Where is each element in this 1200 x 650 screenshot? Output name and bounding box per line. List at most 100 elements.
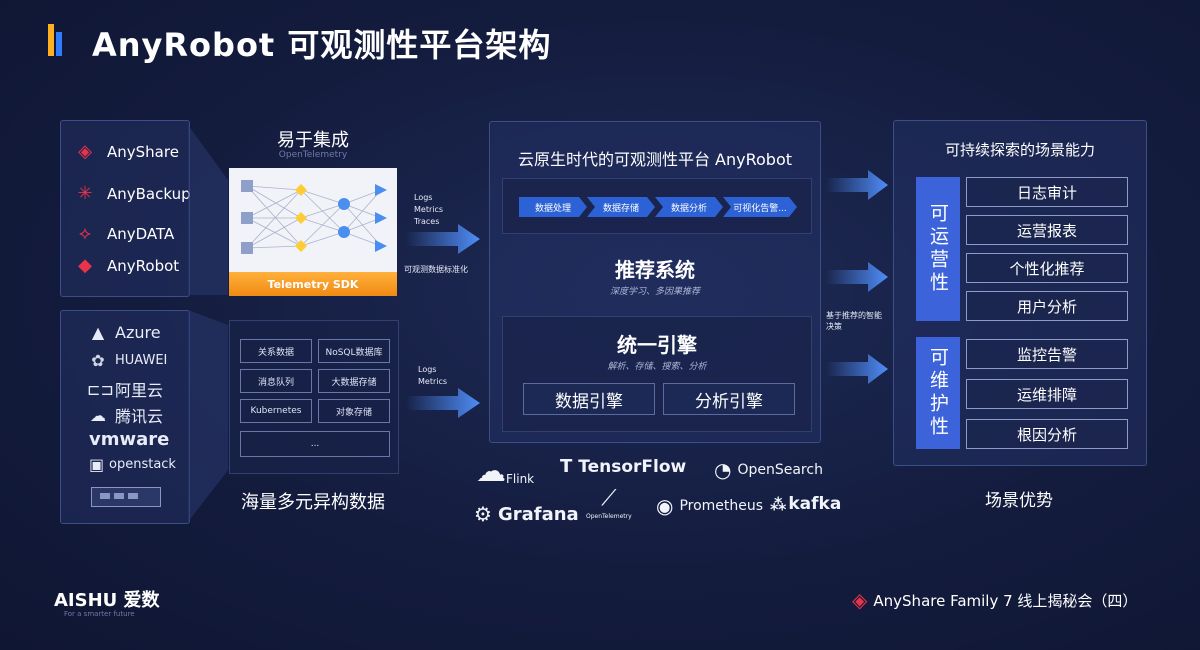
data-source-cell: 对象存储 [318,399,390,423]
tool-item: ⁂ kafka [770,494,841,514]
maintainability-tag: 可维护性 [916,337,960,449]
scenes-caption: 场景优势 [985,491,1053,511]
scene-item: 用户分析 [966,291,1128,321]
data-source-cell-more: ... [240,431,390,457]
scene-item: 监控告警 [966,339,1128,369]
arrow-caption: 可观测数据标准化 [404,265,468,274]
data-source-caption: 海量多元异构数据 [241,492,385,513]
aishu-logo: AISHU 爱数 [54,590,160,611]
data-source-panel: 关系数据 NoSQL数据库 消息队列 大数据存储 Kubernetes 对象存储… [229,320,399,474]
scene-item: 个性化推荐 [966,253,1128,283]
cloud-panel: ▲ Azure ✿ HUAWEI ⊏⊐ 阿里云 ☁ 腾讯云 vmware ▣ o… [60,310,190,524]
scenes-title: 可持续探索的场景能力 [944,141,1095,159]
scene-item: 运维排障 [966,379,1128,409]
scenes-panel: 可持续探索的场景能力 可运营性 日志审计 运营报表 个性化推荐 用户分析 可维护… [893,120,1147,466]
openstack-logo-icon: ▣ [89,455,105,474]
cloud-item: ☁ 腾讯云 [87,403,163,427]
anyshare-logo-icon: ◈ [78,141,92,162]
tool-item: ☁ Flink [476,454,534,489]
recommend-subtitle: 深度学习、多因果推荐 [609,287,700,297]
data-source-cell: 关系数据 [240,339,312,363]
opensearch-logo-icon: ◔ [714,458,732,482]
recommend-title: 推荐系统 [615,258,695,282]
pipeline-step: 数据存储 [587,197,655,217]
product-item: ◈ AnyShare [71,141,179,162]
event-title: AnyShare Family 7 线上揭秘会（四） [873,591,1138,610]
cloud-label: Azure [115,323,161,342]
kafka-logo-icon: ⁂ [770,494,787,514]
cloud-item: ⊏⊐ 阿里云 [87,377,163,401]
signal-label: Metrics [414,205,444,214]
cloud-label: openstack [109,457,176,472]
event-brand: ◈ AnyShare Family 7 线上揭秘会（四） [852,588,1137,612]
pipeline-step: 数据处理 [519,197,587,217]
pipeline-step: 可视化告警... [723,197,797,217]
anyrobot-logo-icon: ◆ [78,255,92,276]
cloud-label: HUAWEI [115,353,168,368]
signal-label: Traces [414,217,440,226]
operability-tag-label: 可运营性 [927,203,949,295]
telemetry-sdk-bar: Telemetry SDK [229,272,397,296]
scene-item: 运营报表 [966,215,1128,245]
engine-title: 统一引擎 [617,333,697,357]
tool-item: ⚙ Grafana [474,502,579,526]
tool-label: kafka [788,494,842,514]
tool-label: Grafana [497,503,579,525]
huawei-logo-icon: ✿ [91,351,105,370]
data-engine-box: 数据引擎 [523,383,655,415]
tencent-cloud-logo-icon: ☁ [90,405,106,425]
neural-network-diagram [229,168,397,272]
flow-arrow-icon [406,388,480,418]
maintainability-tag-label: 可维护性 [927,347,949,439]
title-accent-bar-blue [56,32,62,56]
data-source-cell: Kubernetes [240,399,312,423]
aishu-slogan: For a smarter future [64,610,135,618]
scene-item: 日志审计 [966,177,1128,207]
product-label: AnyBackup [107,184,191,203]
cloud-item: ▣ openstack [89,455,176,474]
integration-subtitle: OpenTelemetry [278,150,348,160]
tool-item: ◉ Prometheus [656,494,763,518]
tensorflow-logo-icon: T [560,456,573,477]
cloud-item: ▲ Azure [87,323,161,342]
tool-item: T TensorFlow [560,456,686,477]
flow-arrow-icon [826,262,888,292]
arrow-caption: 基于推荐的智能决策 [826,311,882,331]
anybackup-logo-icon: ✳ [77,183,93,204]
tool-label: OpenSearch [737,462,823,478]
network-graph-icon [241,180,387,254]
flink-logo-icon: ☁ [476,454,506,489]
tool-label: Prometheus [679,498,764,514]
flow-arrow-icon [406,224,480,254]
data-source-cell: NoSQL数据库 [318,339,390,363]
product-label: AnyDATA [107,224,175,243]
analysis-engine-box: 分析引擎 [663,383,795,415]
engine-box: 统一引擎 解析、存储、搜索、分析 数据引擎 分析引擎 [502,316,812,432]
tool-item: ◔ OpenSearch [714,458,823,482]
opentelemetry-logo-icon: ⟋ [601,486,617,511]
anyshare-logo-icon: ◈ [852,588,868,612]
server-rack-icon [91,487,161,507]
tool-item: ⟋ OpenTelemetry [586,486,632,520]
tool-label: TensorFlow [578,456,687,477]
signal-label: Logs [418,365,437,374]
flow-arrow-icon [826,354,888,384]
signal-label: Logs [414,193,433,202]
title-accent-bar [48,24,54,56]
product-label: AnyRobot [107,256,180,275]
cloud-item: vmware [89,429,169,450]
product-item: ✳ AnyBackup [71,183,191,204]
operability-tag: 可运营性 [916,177,960,321]
cloud-item: ✿ HUAWEI [87,351,167,370]
tool-label: Flink [506,471,535,486]
prometheus-logo-icon: ◉ [656,494,674,518]
product-item: ⟡ AnyDATA [71,223,174,244]
page-title: AnyRobot 可观测性平台架构 [92,26,552,64]
aliyun-logo-icon: ⊏⊐ [87,379,114,399]
product-item: ◆ AnyRobot [71,255,179,276]
funnel-shade [188,125,228,522]
signal-label: Metrics [418,377,448,386]
azure-logo-icon: ▲ [91,323,105,342]
tool-label: OpenTelemetry [586,513,632,520]
platform-title: 云原生时代的可观测性平台 AnyRobot [517,150,793,169]
